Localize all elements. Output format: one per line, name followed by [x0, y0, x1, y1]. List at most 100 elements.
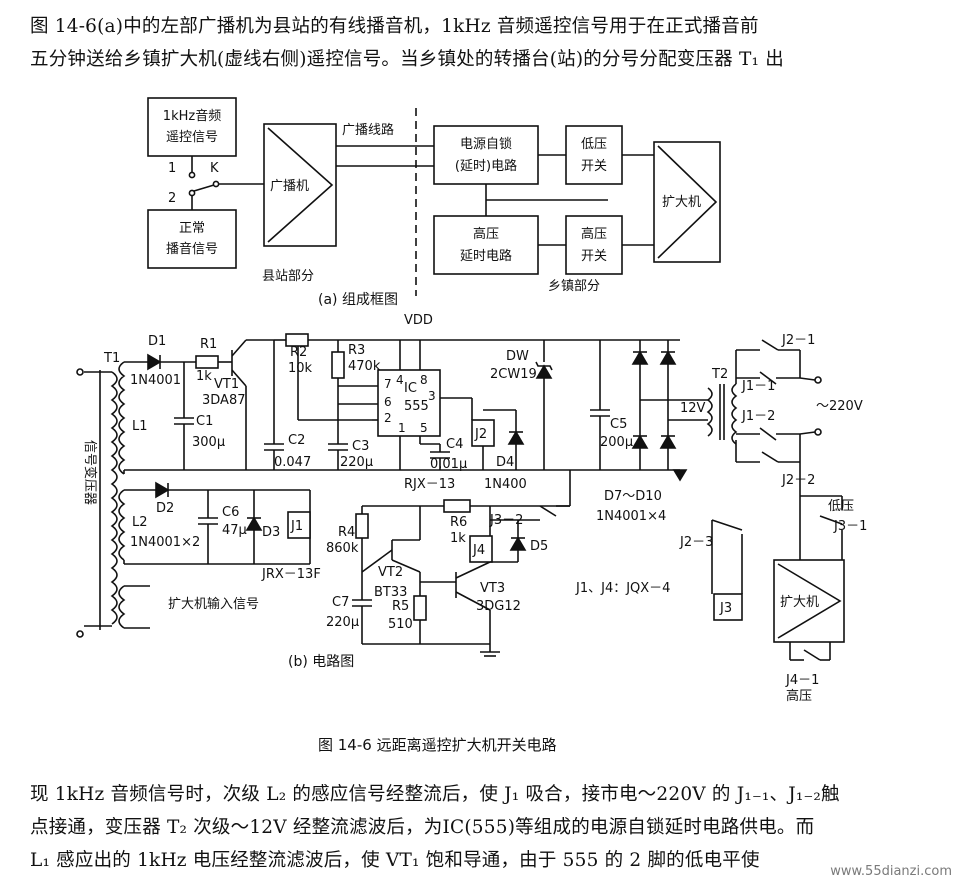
n400-label: 1N400 — [484, 477, 527, 492]
d1-label: D1 — [148, 334, 166, 349]
l2-part-label: 1N4001×2 — [130, 535, 200, 550]
paragraph-bottom: 现 1kHz 音频信号时，次级 L₂ 的感应信号经整流后，使 J₁ 吸合，接市电… — [30, 778, 935, 877]
power-lock-box — [433, 125, 539, 185]
c1-label: C1 — [196, 414, 213, 429]
pin-8: 8 — [420, 373, 428, 387]
r6-label: R6 — [450, 515, 467, 530]
broadcast-line-label: 广播线路 — [342, 122, 394, 138]
hv-switch-line2: 开关 — [581, 249, 607, 264]
d7d10-part-label: 1N4001×4 — [596, 509, 666, 524]
j4-relay — [469, 535, 493, 563]
hv-delay-line2: 延时电路 — [460, 248, 512, 264]
normal-signal-box — [147, 209, 237, 269]
r5-label: R5 — [392, 599, 409, 614]
low-v-label: 低压 — [828, 499, 854, 514]
text-line: 五分钟送给乡镇扩大机(虚线右侧)遥控信号。当乡镇处的转播台(站)的分号分配变压器… — [30, 49, 784, 70]
lv-switch-line1: 低压 — [581, 137, 607, 152]
amplifier-box — [653, 141, 721, 263]
j3-label: J3 — [719, 601, 732, 616]
l2-label: L2 — [132, 515, 148, 530]
broadcaster-box — [263, 123, 337, 247]
pin-4: 4 — [396, 373, 404, 387]
high-v-label: 高压 — [786, 688, 812, 704]
d7d10-label: D7～D10 — [604, 489, 662, 504]
figure-title: 图 14-6 远距离遥控扩大机开关电路 — [318, 736, 557, 754]
pin-3: 3 — [428, 389, 436, 403]
r1-label: R1 — [200, 337, 217, 352]
c4-value-label: 0.01μ — [430, 457, 467, 472]
d3-label: D3 — [262, 525, 280, 540]
d4-label: D4 — [496, 455, 514, 470]
caption-a: (a) 组成框图 — [318, 292, 398, 308]
ac220-label: ～220V — [816, 399, 863, 414]
vdd-label: VDD — [404, 313, 433, 328]
amplifier-label: 扩大机 — [662, 195, 701, 210]
v12-label: 12V — [680, 401, 706, 416]
r1-value-label: 1k — [196, 369, 212, 384]
r6-value-label: 1k — [450, 531, 466, 546]
j21-label: J2－1 — [781, 333, 815, 348]
circuit-diagram: VDD T1 信号变压器 L1 D1 1N4001 R1 1k C1 300μ — [76, 313, 867, 754]
block-diagram: 1kHz音频 遥控信号 正常 播音信号 1 K 2 广播机 广播线路 电源自锁 … — [147, 97, 721, 308]
t1-label: T1 — [103, 351, 120, 366]
ic-part-label: 555 — [404, 399, 429, 414]
l1-label: L1 — [132, 419, 148, 434]
c6-label: C6 — [222, 505, 239, 520]
pin-2: 2 — [384, 411, 392, 425]
j1-relay — [287, 511, 311, 539]
r2-value-label: 10k — [288, 361, 313, 376]
j3-relay — [713, 593, 743, 621]
text-line: 现 1kHz 音频信号时，次级 L₂ 的感应信号经整流后，使 J₁ 吸合，接市电… — [30, 784, 840, 805]
normal-signal-line2: 播音信号 — [166, 241, 218, 257]
normal-signal-line1: 正常 — [179, 221, 205, 236]
t2-label: T2 — [711, 367, 728, 382]
switch-label-1: 1 — [168, 161, 176, 176]
switch-label-k: K — [210, 161, 219, 176]
pin-7: 7 — [384, 377, 392, 391]
c4-label: C4 — [446, 437, 463, 452]
vt2-part-label: BT33 — [374, 585, 407, 600]
switch-label-2: 2 — [168, 191, 176, 206]
vt1-part-label: 3DA87 — [202, 393, 246, 408]
j11-label: J1－1 — [741, 379, 775, 394]
broadcaster-label: 广播机 — [270, 179, 309, 194]
r3-value-label: 470k — [348, 359, 381, 374]
j12-label: J1－2 — [741, 409, 775, 424]
lv-switch-line2: 开关 — [581, 159, 607, 174]
ic-label: IC — [404, 381, 417, 396]
j23-label: J2－3 — [679, 535, 713, 550]
d1-part-label: 1N4001 — [130, 373, 181, 388]
hv-delay-line1: 高压 — [473, 226, 499, 242]
r4-label: R4 — [338, 525, 355, 540]
j32-label: J3－2 — [489, 513, 523, 528]
text-line: 图 14-6(a)中的左部广播机为县站的有线播音机，1kHz 音频遥控信号用于在… — [30, 16, 759, 37]
j41-label: J4－1 — [785, 673, 819, 688]
dw-label: DW — [506, 349, 529, 364]
jqx-label: J1、J4：JQX－4 — [575, 581, 670, 596]
county-label: 县站部分 — [262, 269, 314, 284]
watermark: www.55dianzi.com — [830, 864, 952, 879]
text-line: L₁ 感应出的 1kHz 电压经整流滤波后，使 VT₁ 饱和导通，由于 555 … — [30, 850, 760, 871]
rjx-label: RJX－13 — [404, 477, 455, 492]
r5-value-label: 510 — [388, 617, 413, 632]
remote-signal-line2: 遥控信号 — [166, 130, 218, 145]
ic-555-box — [377, 369, 441, 437]
hv-switch-line1: 高压 — [581, 226, 607, 242]
c3-label: C3 — [352, 439, 369, 454]
text-line: 点接通，变压器 T₂ 次级～12V 经整流滤波后，为IC(555)等组成的电源自… — [30, 817, 815, 838]
paragraph-top: 图 14-6(a)中的左部广播机为县站的有线播音机，1kHz 音频遥控信号用于在… — [30, 10, 935, 76]
vt3-part-label: 3DG12 — [476, 599, 521, 614]
j4-label: J4 — [472, 543, 485, 558]
lv-switch-box — [565, 125, 623, 185]
amp-label: 扩大机 — [780, 595, 819, 610]
hv-switch-box — [565, 215, 623, 275]
c5-label: C5 — [610, 417, 627, 432]
c7-value-label: 220μ — [326, 615, 359, 630]
d5-label: D5 — [530, 539, 548, 554]
jrx-label: JRX－13F — [261, 567, 321, 582]
c6-value-label: 47μ — [222, 523, 247, 538]
j1-label: J1 — [290, 519, 303, 534]
amp-box — [773, 559, 845, 643]
d2-label: D2 — [156, 501, 174, 516]
